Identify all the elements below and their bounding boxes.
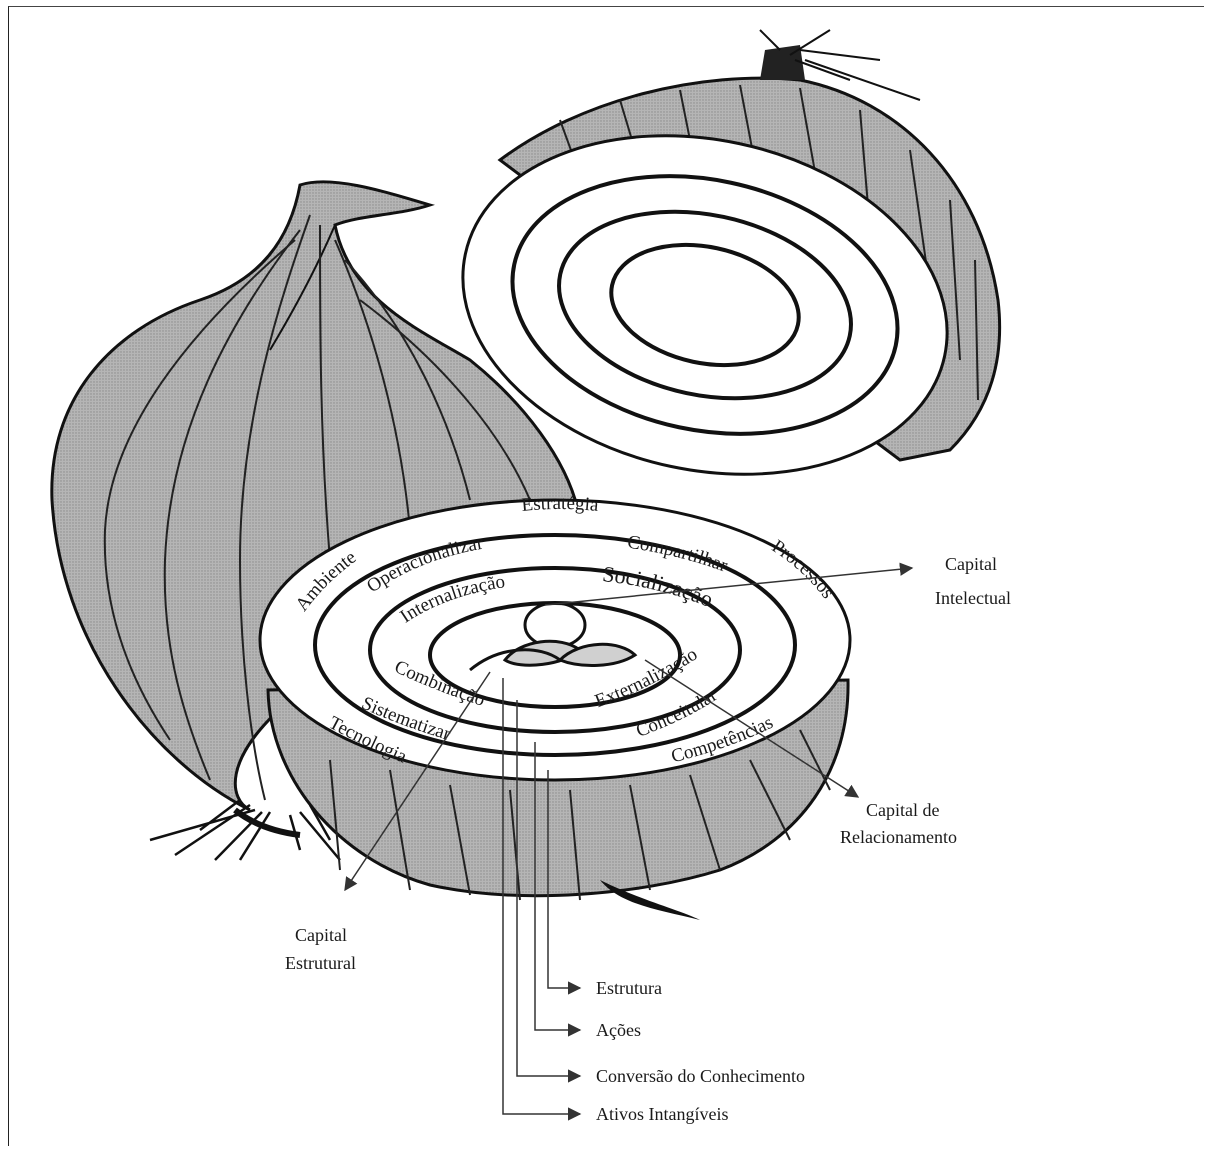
- image-frame: [8, 6, 1204, 1146]
